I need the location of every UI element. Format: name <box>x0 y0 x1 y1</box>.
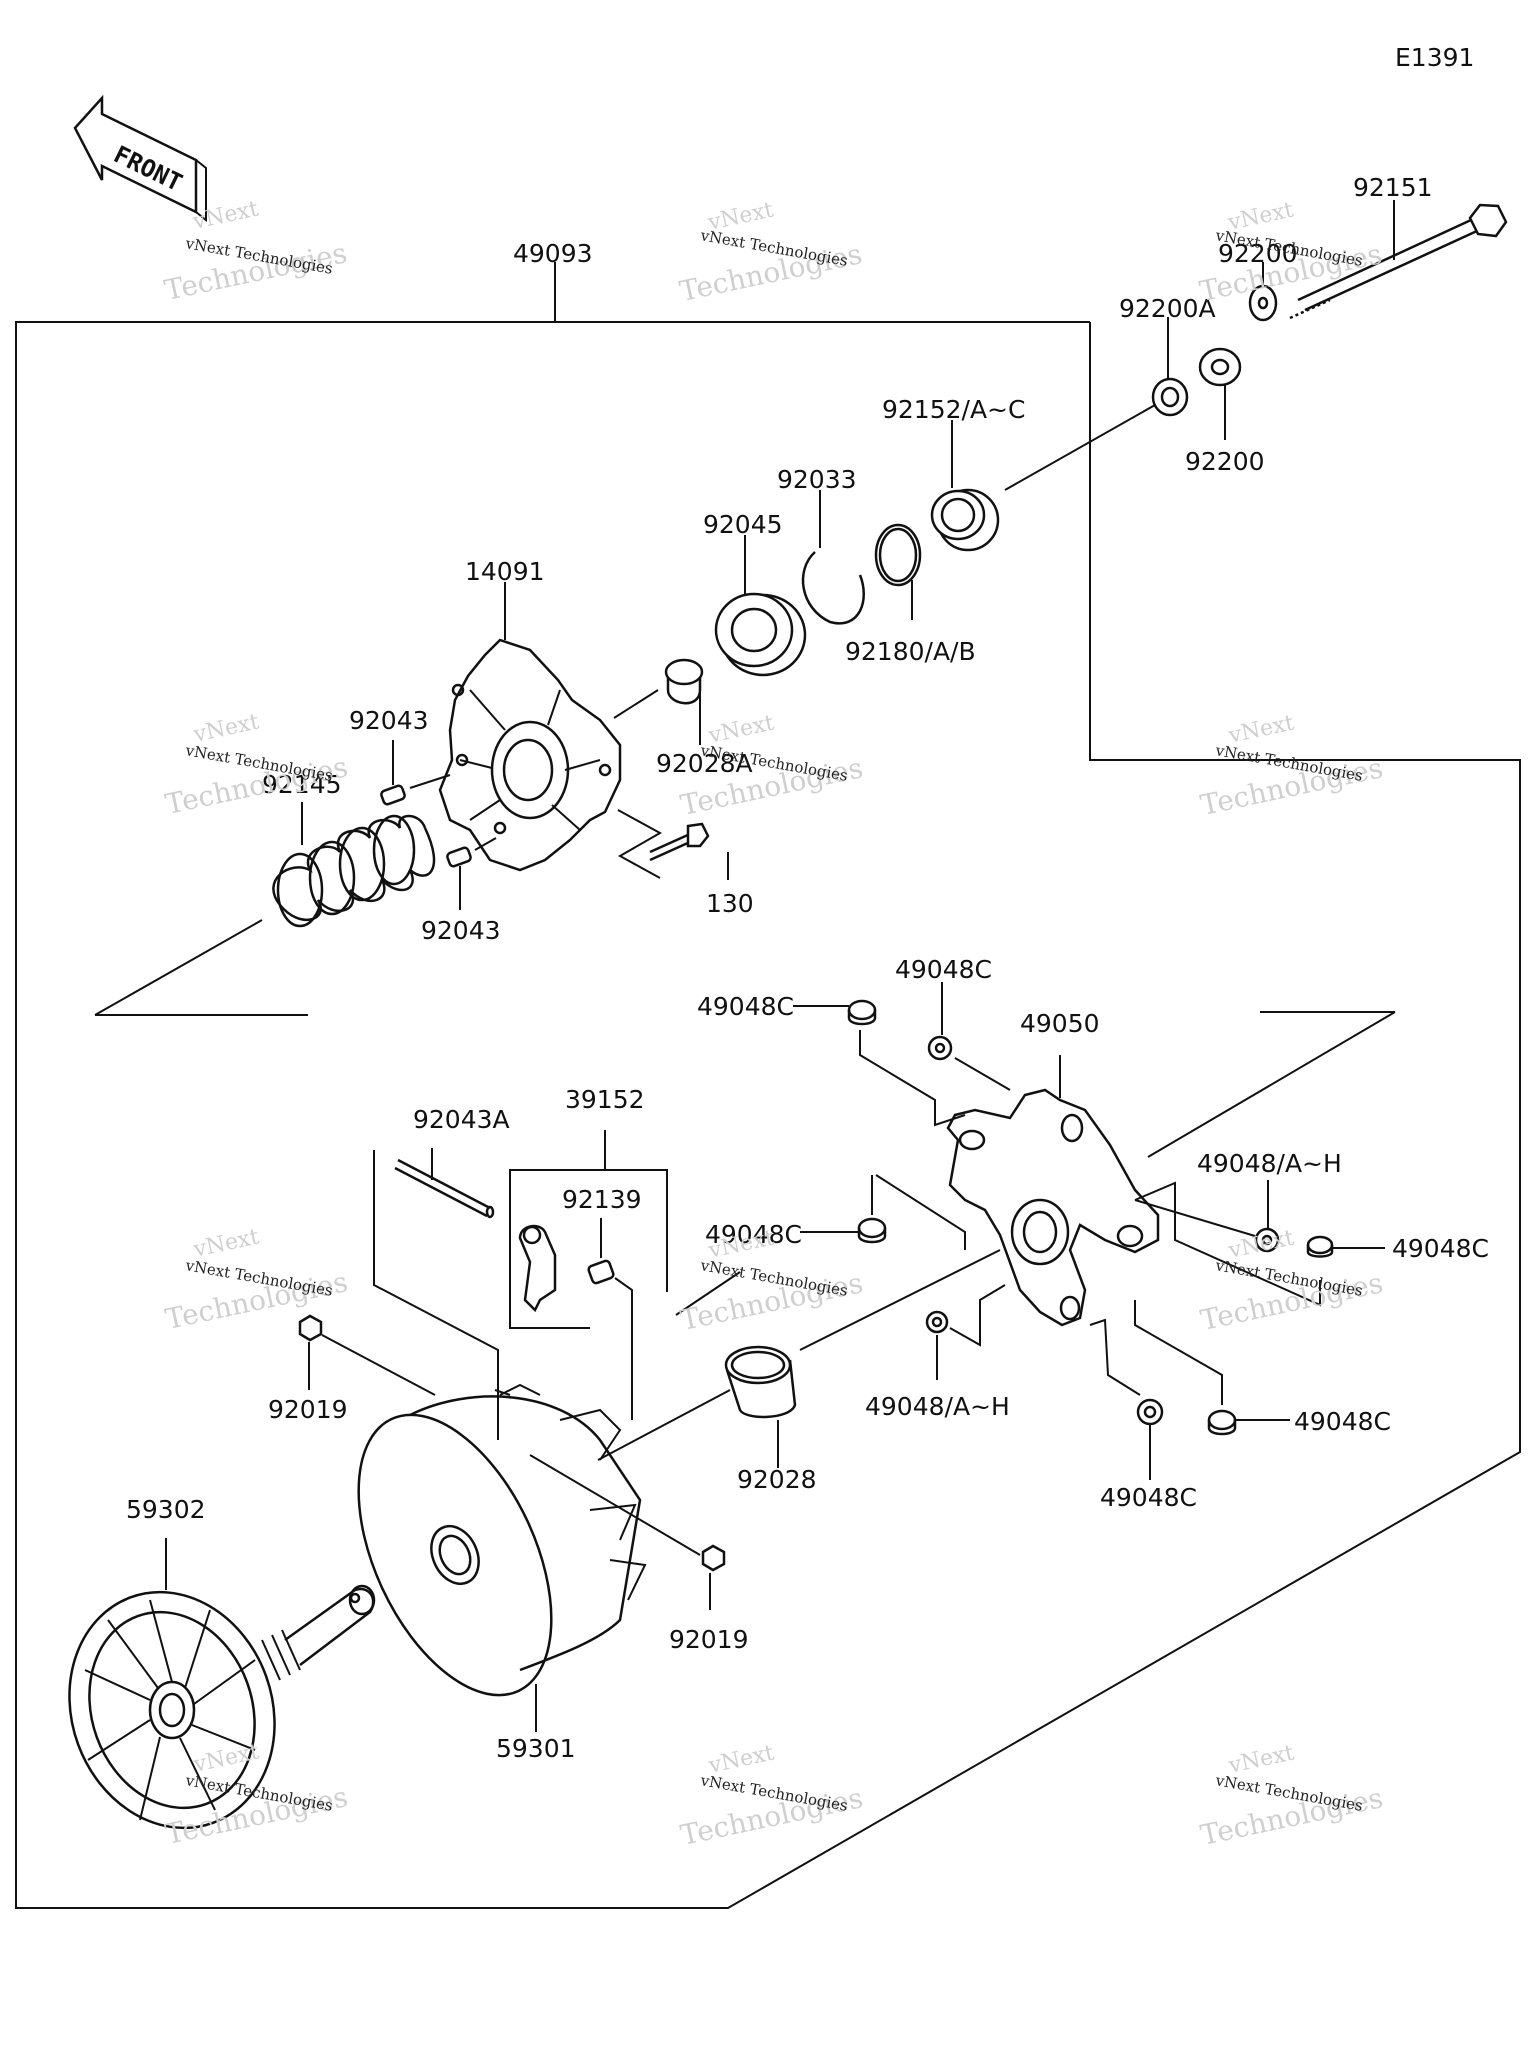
label-92200-bottom: 92200 <box>1185 447 1265 476</box>
label-92028: 92028 <box>737 1465 817 1494</box>
sheave-59301 <box>357 1383 647 1697</box>
label-92200-top: 92200 <box>1218 239 1298 268</box>
bushing-92028 <box>724 1345 797 1419</box>
washer-92200A <box>1151 377 1189 417</box>
label-49050: 49050 <box>1020 1009 1100 1038</box>
pin-92043-bottom <box>446 846 472 868</box>
pin-92043-top <box>380 784 406 806</box>
label-49048C-b: 49048C <box>895 955 992 984</box>
label-130: 130 <box>706 889 754 918</box>
label-49093: 49093 <box>513 239 593 268</box>
roller-49048C-d <box>1306 1235 1334 1258</box>
bushing-92028A <box>664 658 704 705</box>
label-92043-top: 92043 <box>349 706 429 735</box>
bracket-39152 <box>509 1169 668 1329</box>
roller-49048AH-a <box>1254 1227 1280 1253</box>
label-92019-b: 92019 <box>669 1625 749 1654</box>
diagram-code: E1391 <box>1395 43 1474 72</box>
bolt-92151 <box>1289 203 1508 320</box>
roller-49048C-f <box>1136 1398 1164 1426</box>
label-92033: 92033 <box>777 465 857 494</box>
washer-92200-bottom <box>1198 347 1242 387</box>
label-49048C-f: 49048C <box>1100 1483 1197 1512</box>
circlip-92033 <box>801 551 865 625</box>
label-49048AH-b: 49048/A~H <box>865 1392 1010 1421</box>
roller-49048C-c <box>857 1217 887 1244</box>
ring-92180 <box>874 523 922 587</box>
svg-text:vNext: vNext <box>191 709 262 747</box>
label-92180: 92180/A/B <box>845 637 976 666</box>
label-92043-bottom: 92043 <box>421 916 501 945</box>
assembly-outline <box>15 321 1521 1909</box>
label-49048C-e: 49048C <box>1294 1407 1391 1436</box>
label-49048C-c: 49048C <box>705 1220 802 1249</box>
nut-92019-b <box>701 1544 726 1572</box>
label-59301: 59301 <box>496 1734 576 1763</box>
sleeve-92152 <box>930 488 1000 552</box>
label-92151: 92151 <box>1353 173 1433 202</box>
label-92152: 92152/A~C <box>882 395 1025 424</box>
label-92145: 92145 <box>262 770 342 799</box>
label-92019-a: 92019 <box>268 1395 348 1424</box>
svg-text:vNext: vNext <box>190 197 261 235</box>
label-92028A: 92028A <box>656 749 753 778</box>
bushing-92139 <box>587 1259 615 1285</box>
bolt-130 <box>649 822 710 862</box>
bearing-92045 <box>714 592 807 677</box>
spider-49050 <box>946 1088 1160 1327</box>
arm-39152 <box>518 1224 557 1313</box>
label-59302: 59302 <box>126 1495 206 1524</box>
roller-49048AH-b <box>925 1310 949 1334</box>
roller-49048C-a <box>847 999 877 1026</box>
roller-49048C-b <box>927 1035 953 1061</box>
label-92045: 92045 <box>703 510 783 539</box>
label-49048C-a: 49048C <box>697 992 794 1021</box>
pin-92043A <box>394 1158 495 1219</box>
cover-14091 <box>438 638 622 872</box>
nut-92019-a <box>298 1314 323 1342</box>
sheave-59302 <box>68 1584 376 1830</box>
svg-text:vNext: vNext <box>191 1224 262 1262</box>
front-arrow-icon: FRONT <box>73 94 207 223</box>
label-49048C-d: 49048C <box>1392 1234 1489 1263</box>
roller-49048C-e <box>1207 1409 1237 1436</box>
label-39152: 39152 <box>565 1085 645 1114</box>
spring-92145 <box>272 814 436 928</box>
svg-text:vNext: vNext <box>1226 710 1297 748</box>
label-14091: 14091 <box>465 557 545 586</box>
label-92139: 92139 <box>562 1185 642 1214</box>
svg-text:vNext: vNext <box>1226 1740 1297 1778</box>
label-92043A: 92043A <box>413 1105 510 1134</box>
label-92200A: 92200A <box>1119 294 1216 323</box>
label-49048AH-a: 49048/A~H <box>1197 1149 1342 1178</box>
